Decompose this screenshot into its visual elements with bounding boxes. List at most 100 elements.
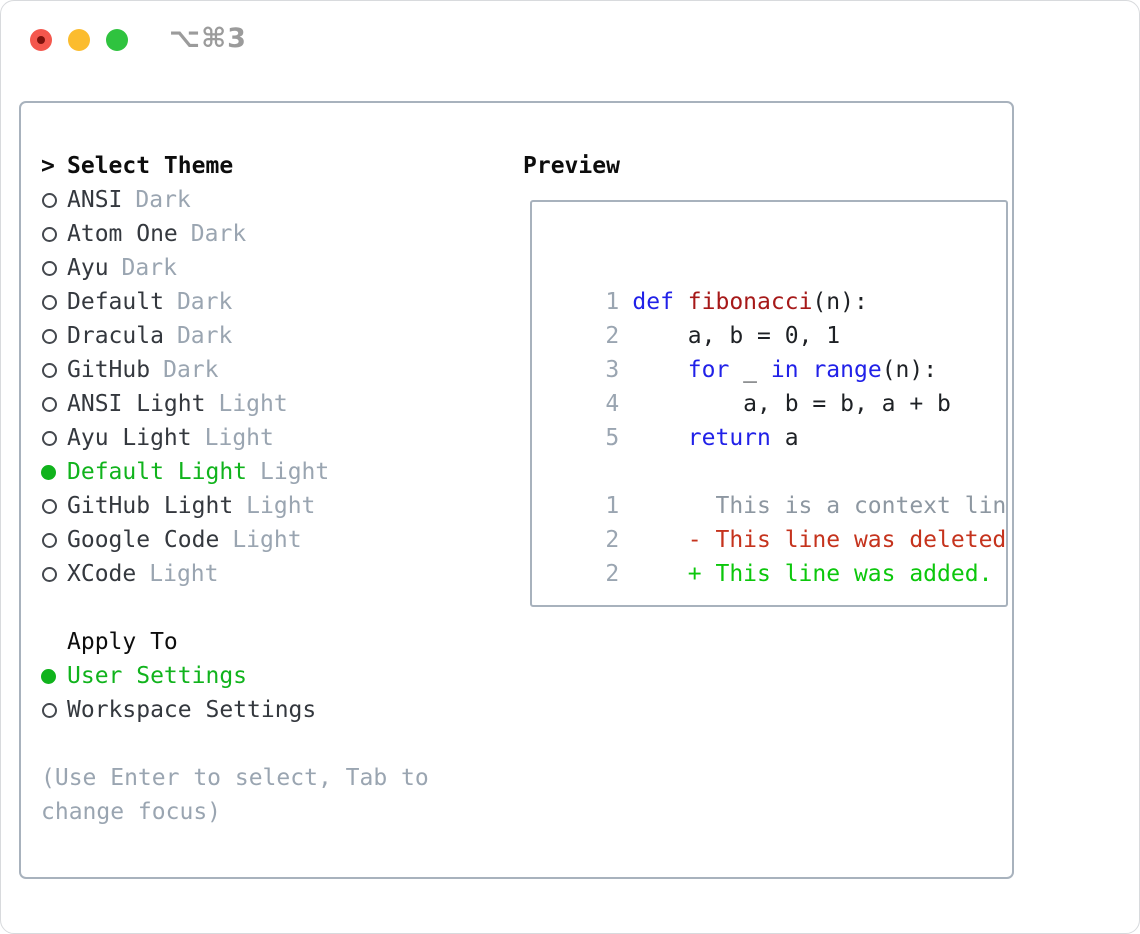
line-number: 1 xyxy=(605,289,620,315)
theme-item-label: Ayu xyxy=(67,255,109,281)
code-line: 1 This is a context line. xyxy=(550,455,1006,519)
theme-item-label: Default Light xyxy=(67,459,248,485)
theme-item-variant: Dark xyxy=(176,289,233,315)
theme-item[interactable]: Google Code Light xyxy=(41,523,505,557)
line-number: 2 xyxy=(605,323,620,349)
theme-item-label: Default xyxy=(67,289,164,315)
theme-item-label: ANSI Light xyxy=(67,391,206,417)
radio-icon xyxy=(42,532,57,548)
theme-item-variant: Light xyxy=(218,391,288,417)
radio-icon xyxy=(42,430,57,446)
code-segment-plain: (n): xyxy=(881,357,938,383)
theme-item-label: Google Code xyxy=(67,527,220,553)
code-segment-keyword: return xyxy=(687,425,771,451)
code-segment-plain xyxy=(799,357,813,383)
theme-header-row: >Select Theme xyxy=(41,149,505,183)
theme-item-variant: Light xyxy=(232,527,302,553)
radio-icon xyxy=(42,498,57,514)
apply-option-label: User Settings xyxy=(67,663,248,689)
code-segment-keyword: range xyxy=(812,357,882,383)
apply-to-title: Apply To xyxy=(67,629,178,655)
theme-item-label: Atom One xyxy=(67,221,178,247)
code-segment-deleted: - This line was deleted. xyxy=(632,527,1008,553)
code-line: 4 a, b = b, a + b xyxy=(550,353,988,417)
line-text: def fibonacci(n): xyxy=(632,289,867,315)
code-line: 2 a, b = 0, 1 xyxy=(550,285,988,349)
line-number: 2 xyxy=(605,561,620,587)
titlebar xyxy=(30,28,144,52)
theme-item-variant: Light xyxy=(246,493,316,519)
code-segment-plain: a, b = b, a + b xyxy=(632,391,951,417)
theme-item[interactable]: Default Light Light xyxy=(41,455,505,489)
radio-icon xyxy=(42,294,57,310)
close-button[interactable] xyxy=(30,29,52,51)
code-segment-added: + This line was added. xyxy=(632,561,993,587)
code-segment-plain: a, b = 0, 1 xyxy=(632,323,841,349)
theme-item-variant: Dark xyxy=(121,255,177,281)
code-line: 2 - This line was deleted. xyxy=(550,489,1006,553)
line-number: 4 xyxy=(605,391,620,417)
code-segment-plain: (n): xyxy=(812,289,868,315)
theme-item-variant: Light xyxy=(149,561,219,587)
theme-item[interactable]: ANSI Light Light xyxy=(41,387,505,421)
apply-to-header-row: Apply To xyxy=(41,625,505,659)
theme-item-variant: Dark xyxy=(163,357,219,383)
theme-item-label: Ayu Light xyxy=(67,425,192,451)
apply-to-option[interactable]: Workspace Settings xyxy=(41,693,505,727)
code-line: 1 def fibonacci(n): xyxy=(550,251,988,315)
code-segment-keyword: for xyxy=(687,357,730,383)
code-line: 2 + This line was added. xyxy=(550,523,992,587)
zoom-button[interactable] xyxy=(106,29,128,51)
theme-item[interactable]: Ayu Light Light xyxy=(41,421,505,455)
theme-item-variant: Dark xyxy=(190,221,247,247)
theme-item-label: GitHub Light xyxy=(67,493,234,519)
keyboard-hint: (Use Enter to select, Tab to change focu… xyxy=(41,765,429,825)
line-number: 5 xyxy=(605,425,620,451)
line-number: 2 xyxy=(605,527,620,553)
theme-item[interactable]: Default Dark xyxy=(41,285,505,319)
theme-item-label: GitHub xyxy=(67,357,151,383)
theme-item[interactable]: Ayu Dark xyxy=(41,251,505,285)
code-segment-plain: _ xyxy=(729,357,771,383)
minimize-button[interactable] xyxy=(68,29,90,51)
radio-icon xyxy=(42,192,57,208)
theme-item-variant: Light xyxy=(260,459,330,485)
line-text: return a xyxy=(632,425,799,451)
code-segment-plain xyxy=(674,289,688,315)
theme-item[interactable]: Atom One Dark xyxy=(41,217,505,251)
code-line: 5 return a xyxy=(550,387,988,451)
line-text: a, b = 0, 1 xyxy=(632,323,840,349)
line-text: - This line was deleted. xyxy=(632,527,1008,553)
radio-icon xyxy=(42,566,57,582)
code-segment-keyword: def xyxy=(632,289,674,315)
code-line: 3 for _ in range(n): xyxy=(550,319,988,383)
radio-icon xyxy=(42,362,57,378)
theme-item-label: ANSI xyxy=(67,187,123,213)
theme-item[interactable]: GitHub Dark xyxy=(41,353,505,387)
unsaved-dot-icon xyxy=(37,36,45,44)
code-segment-context: This is a context line. xyxy=(632,493,1008,519)
radio-icon xyxy=(42,702,57,718)
radio-icon xyxy=(42,328,57,344)
line-text: + This line was added. xyxy=(632,561,993,587)
theme-item-variant: Light xyxy=(204,425,274,451)
code-segment-keyword: in xyxy=(770,357,799,383)
radio-icon xyxy=(42,260,57,276)
preview-title: Preview xyxy=(523,153,620,179)
radio-icon xyxy=(42,396,57,412)
apply-to-option[interactable]: User Settings xyxy=(41,659,505,693)
select-theme-title: Select Theme xyxy=(67,153,234,179)
apply-to-section: Apply To User Settings Workspace Setting… xyxy=(41,625,505,727)
theme-item[interactable]: GitHub Light Light xyxy=(41,489,505,523)
radio-icon xyxy=(42,226,57,242)
code-segment-function: fibonacci xyxy=(687,289,813,315)
